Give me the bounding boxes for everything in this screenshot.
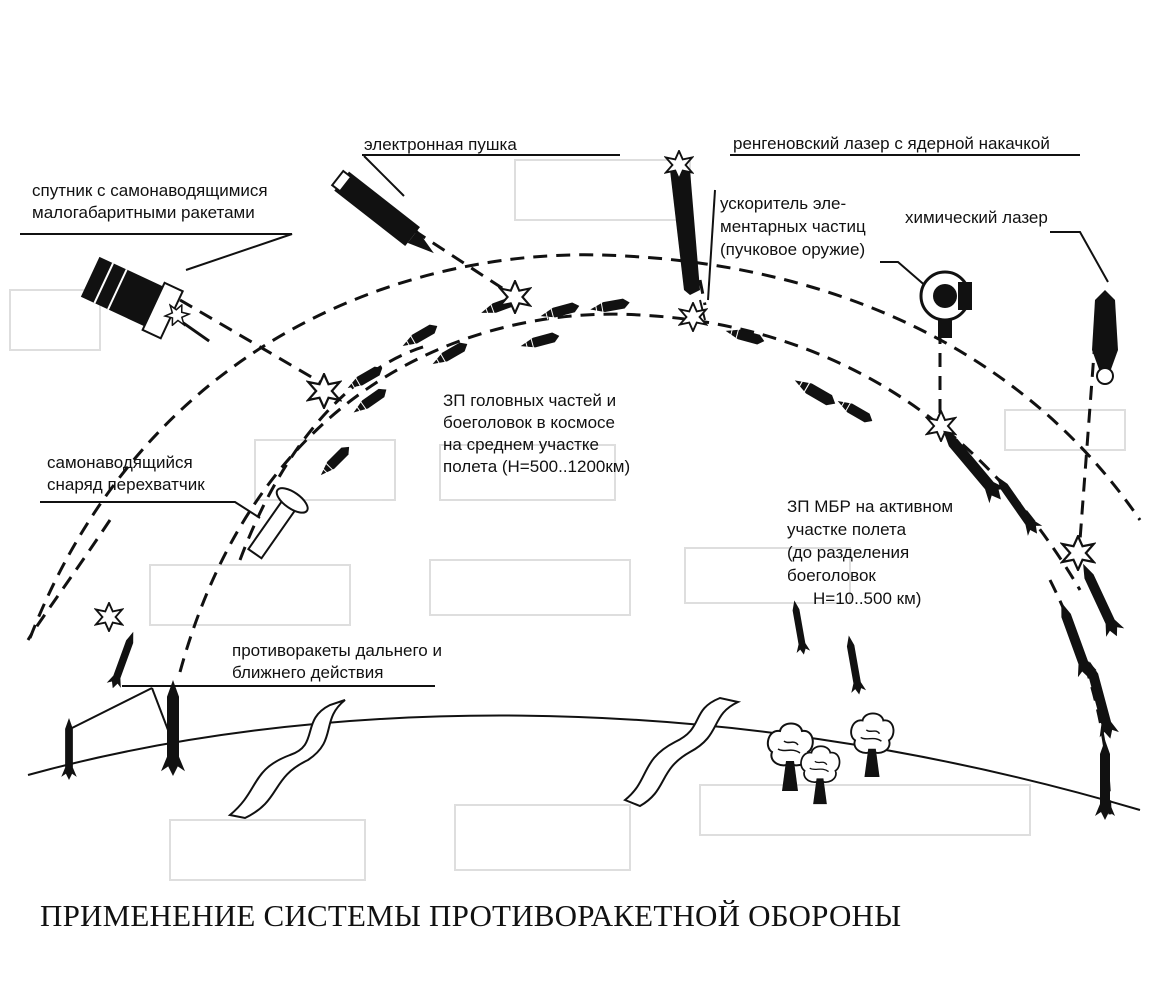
electron-gun-icon <box>330 169 434 254</box>
trajectories <box>26 203 1142 821</box>
accelerator-icon <box>919 270 972 338</box>
earth-horizon <box>27 714 1141 811</box>
label-xray-laser: ренгеновский лазер с ядерной накачкой <box>733 133 1050 155</box>
label-boost-phase: ЗП МБР на активном участке полета (до ра… <box>787 495 953 610</box>
label-antimissiles-line-2: ближнего действия <box>232 663 384 682</box>
label-accelerator-line-3: (пучковое оружие) <box>720 240 866 259</box>
label-electron-gun: электронная пушка <box>364 134 517 156</box>
label-boost-line-5: H=10..500 км) <box>813 589 922 608</box>
antimissile-icon <box>61 629 185 780</box>
label-midcourse-line-4: полета (H=500..1200км) <box>443 457 631 476</box>
label-interceptor-line-1: самонаводящийся <box>47 453 193 472</box>
label-particle-accelerator: ускоритель эле- ментарных частиц (пучков… <box>720 192 866 261</box>
label-antimissiles: противоракеты дальнего и ближнего действ… <box>232 640 442 684</box>
label-chemical-laser-line-1: химический лазер <box>905 208 1048 227</box>
label-satellite-line-2: малогабаритными ракетами <box>32 203 255 222</box>
tree-icon <box>766 712 895 805</box>
xray-laser-icon <box>664 150 706 321</box>
river-icon <box>227 696 742 820</box>
label-midcourse-line-1: ЗП головных частей и <box>443 391 617 410</box>
page-title: ПРИМЕНЕНИЕ СИСТЕМЫ ПРОТИВОРАКЕТНОЙ ОБОРО… <box>40 898 902 933</box>
label-interceptor: самонаводящийся снаряд перехватчик <box>47 452 205 496</box>
chemical-laser-icon <box>1092 290 1118 385</box>
label-boost-line-1: ЗП МБР на активном <box>787 497 954 516</box>
label-antimissiles-line-1: противоракеты дальнего и <box>232 641 442 660</box>
label-chemical-laser: химический лазер <box>905 207 1048 229</box>
background-ghost <box>9 159 1126 881</box>
label-satellite: спутник с самонаводящимися малогабаритны… <box>32 180 268 224</box>
label-boost-line-4: боеголовок <box>787 566 876 585</box>
label-accelerator-line-1: ускоритель эле- <box>720 194 847 213</box>
label-boost-line-3: (до разделения <box>787 543 910 562</box>
label-boost-line-2: участке полета <box>787 520 907 539</box>
label-midcourse: ЗП головных частей и боеголовок в космос… <box>443 390 630 478</box>
label-midcourse-line-2: боеголовок в космосе <box>443 413 616 432</box>
label-electron-gun-line-1: электронная пушка <box>364 135 517 154</box>
satellite-icon <box>80 256 210 343</box>
label-satellite-line-1: спутник с самонаводящимися <box>32 181 268 200</box>
interceptor-icon <box>246 487 309 560</box>
label-midcourse-line-3: на среднем участке <box>443 435 599 454</box>
label-interceptor-line-2: снаряд перехватчик <box>47 475 205 494</box>
label-xray-laser-line-1: ренгеновский лазер с ядерной накачкой <box>733 134 1050 153</box>
label-accelerator-line-2: ментарных частиц <box>720 217 866 236</box>
